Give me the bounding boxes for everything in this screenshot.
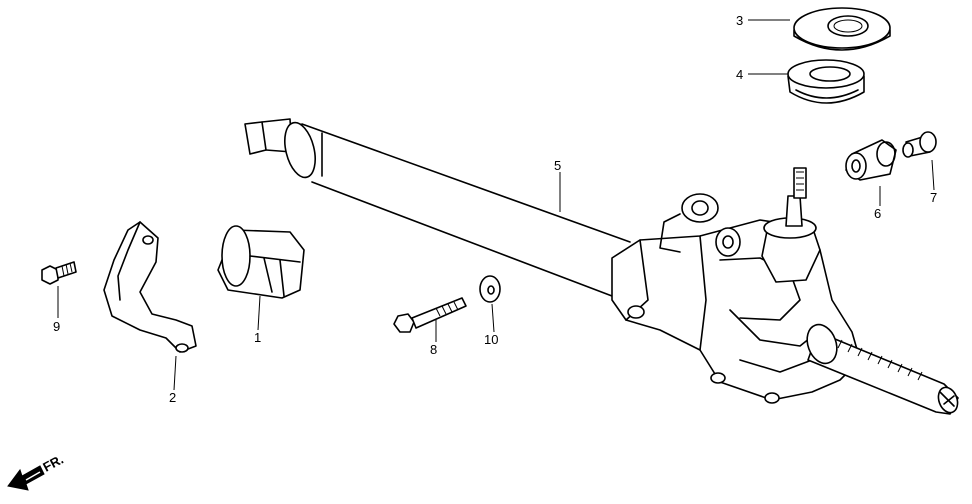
- mounting-bracket[interactable]: [103, 221, 197, 353]
- callout-8: 8: [430, 342, 437, 357]
- pinion-shaft[interactable]: [761, 167, 821, 283]
- leader-lines: [57, 19, 935, 391]
- callout-3: 3: [736, 13, 743, 28]
- dust-seal-large[interactable]: [793, 7, 891, 51]
- callout-6: 6: [874, 206, 881, 221]
- collar[interactable]: [902, 131, 937, 158]
- callout-9: 9: [53, 319, 60, 334]
- callout-7: 7: [930, 190, 937, 205]
- mounting-bushing[interactable]: [217, 225, 305, 299]
- seal-ring[interactable]: [787, 59, 865, 104]
- callout-10: 10: [484, 332, 498, 347]
- washer[interactable]: [479, 275, 501, 303]
- front-indicator-label: FR.: [40, 452, 66, 475]
- callout-5: 5: [554, 158, 561, 173]
- bolt-small[interactable]: [41, 261, 77, 285]
- mounting-cushion-small[interactable]: [845, 139, 897, 181]
- rack-tube[interactable]: [244, 118, 631, 297]
- front-direction-arrow-icon: [7, 465, 45, 491]
- bolt-long[interactable]: [393, 297, 467, 333]
- callout-4: 4: [736, 67, 743, 82]
- gearbox-housing[interactable]: [611, 193, 861, 404]
- callout-1: 1: [254, 330, 261, 345]
- rack-bar[interactable]: [802, 320, 961, 415]
- callout-2: 2: [169, 390, 176, 405]
